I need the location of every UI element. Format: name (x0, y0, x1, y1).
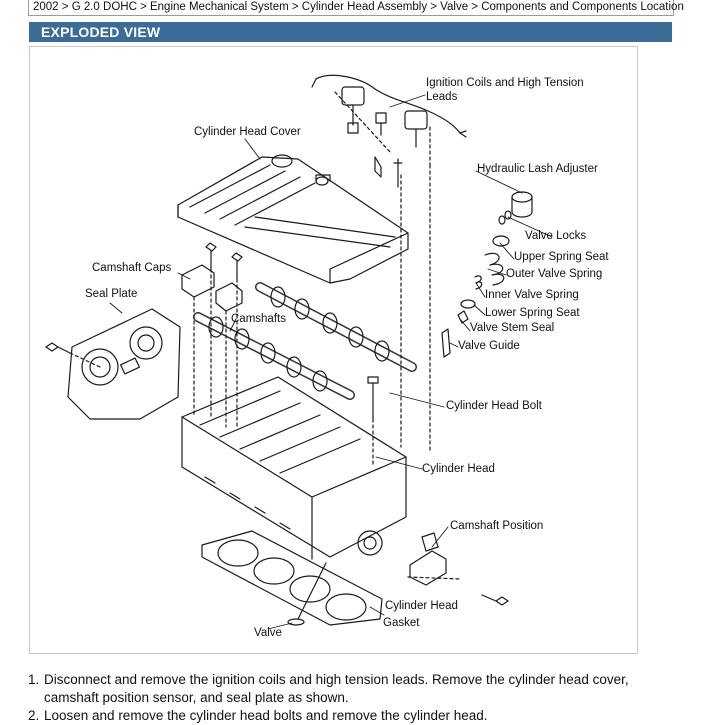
bolts-drawing (45, 242, 509, 606)
label-camshaft-caps: Camshaft Caps (92, 262, 172, 274)
label-ignition-coils: Ignition Coils and High Tension (426, 77, 584, 89)
step-item: 1. Disconnect and remove the ignition co… (28, 671, 668, 707)
valve-parts-drawing (374, 156, 533, 358)
label-lower-spring-seat: Lower Spring Seat (485, 307, 580, 319)
label-camshaft-position: Camshaft Position (450, 520, 544, 532)
label-cylinder-head-bolt: Cylinder Head Bolt (446, 400, 542, 412)
step-item: 2. Loosen and remove the cylinder head b… (28, 707, 668, 725)
step-number: 2. (28, 708, 40, 723)
exploded-view-figure: Ignition Coils and High Tension Leads Cy… (29, 46, 638, 654)
cylinder-head-drawing (181, 376, 407, 560)
label-inner-valve-spring: Inner Valve Spring (485, 289, 579, 301)
leader-lines (109, 94, 553, 630)
cylinder-head-cover-drawing (177, 154, 409, 284)
label-cylinder-head-cover: Cylinder Head Cover (194, 126, 301, 138)
label-valve-locks: Valve Locks (525, 230, 587, 242)
label-cylinder-head: Cylinder Head (422, 463, 495, 475)
camshaft-position-sensor-drawing (407, 532, 461, 586)
label-seal-plate: Seal Plate (85, 288, 138, 300)
label-camshafts: Camshafts (231, 313, 286, 325)
label-gasket: Gasket (383, 617, 420, 629)
label-ignition-coils-leads: Leads (426, 91, 458, 103)
procedure-steps: 1. Disconnect and remove the ignition co… (28, 671, 668, 725)
label-hydraulic-lash-adjuster: Hydraulic Lash Adjuster (477, 163, 598, 175)
label-upper-spring-seat: Upper Spring Seat (514, 251, 609, 263)
label-valve-stem-seal: Valve Stem Seal (470, 322, 555, 334)
label-cylinder-head-gasket: Cylinder Head (385, 600, 458, 612)
camshaft-caps-drawing (181, 264, 243, 312)
step-text: Loosen and remove the cylinder head bolt… (44, 708, 488, 723)
step-number: 1. (28, 672, 40, 687)
label-valve-guide: Valve Guide (458, 340, 520, 352)
step-text: Disconnect and remove the ignition coils… (44, 672, 629, 705)
label-outer-valve-spring: Outer Valve Spring (506, 268, 603, 280)
seal-plate-drawing (67, 308, 181, 420)
valve-drawing (287, 562, 327, 626)
assembly-lines (69, 164, 431, 468)
section-title: EXPLODED VIEW (29, 22, 672, 42)
cylinder-head-gasket-drawing (201, 530, 383, 626)
breadcrumb: 2002 > G 2.0 DOHC > Engine Mechanical Sy… (28, 0, 684, 16)
exploded-view-drawing (45, 74, 553, 630)
ignition-coils-drawing (311, 74, 467, 166)
label-valve: Valve (254, 627, 282, 639)
camshafts-drawing (193, 282, 417, 400)
